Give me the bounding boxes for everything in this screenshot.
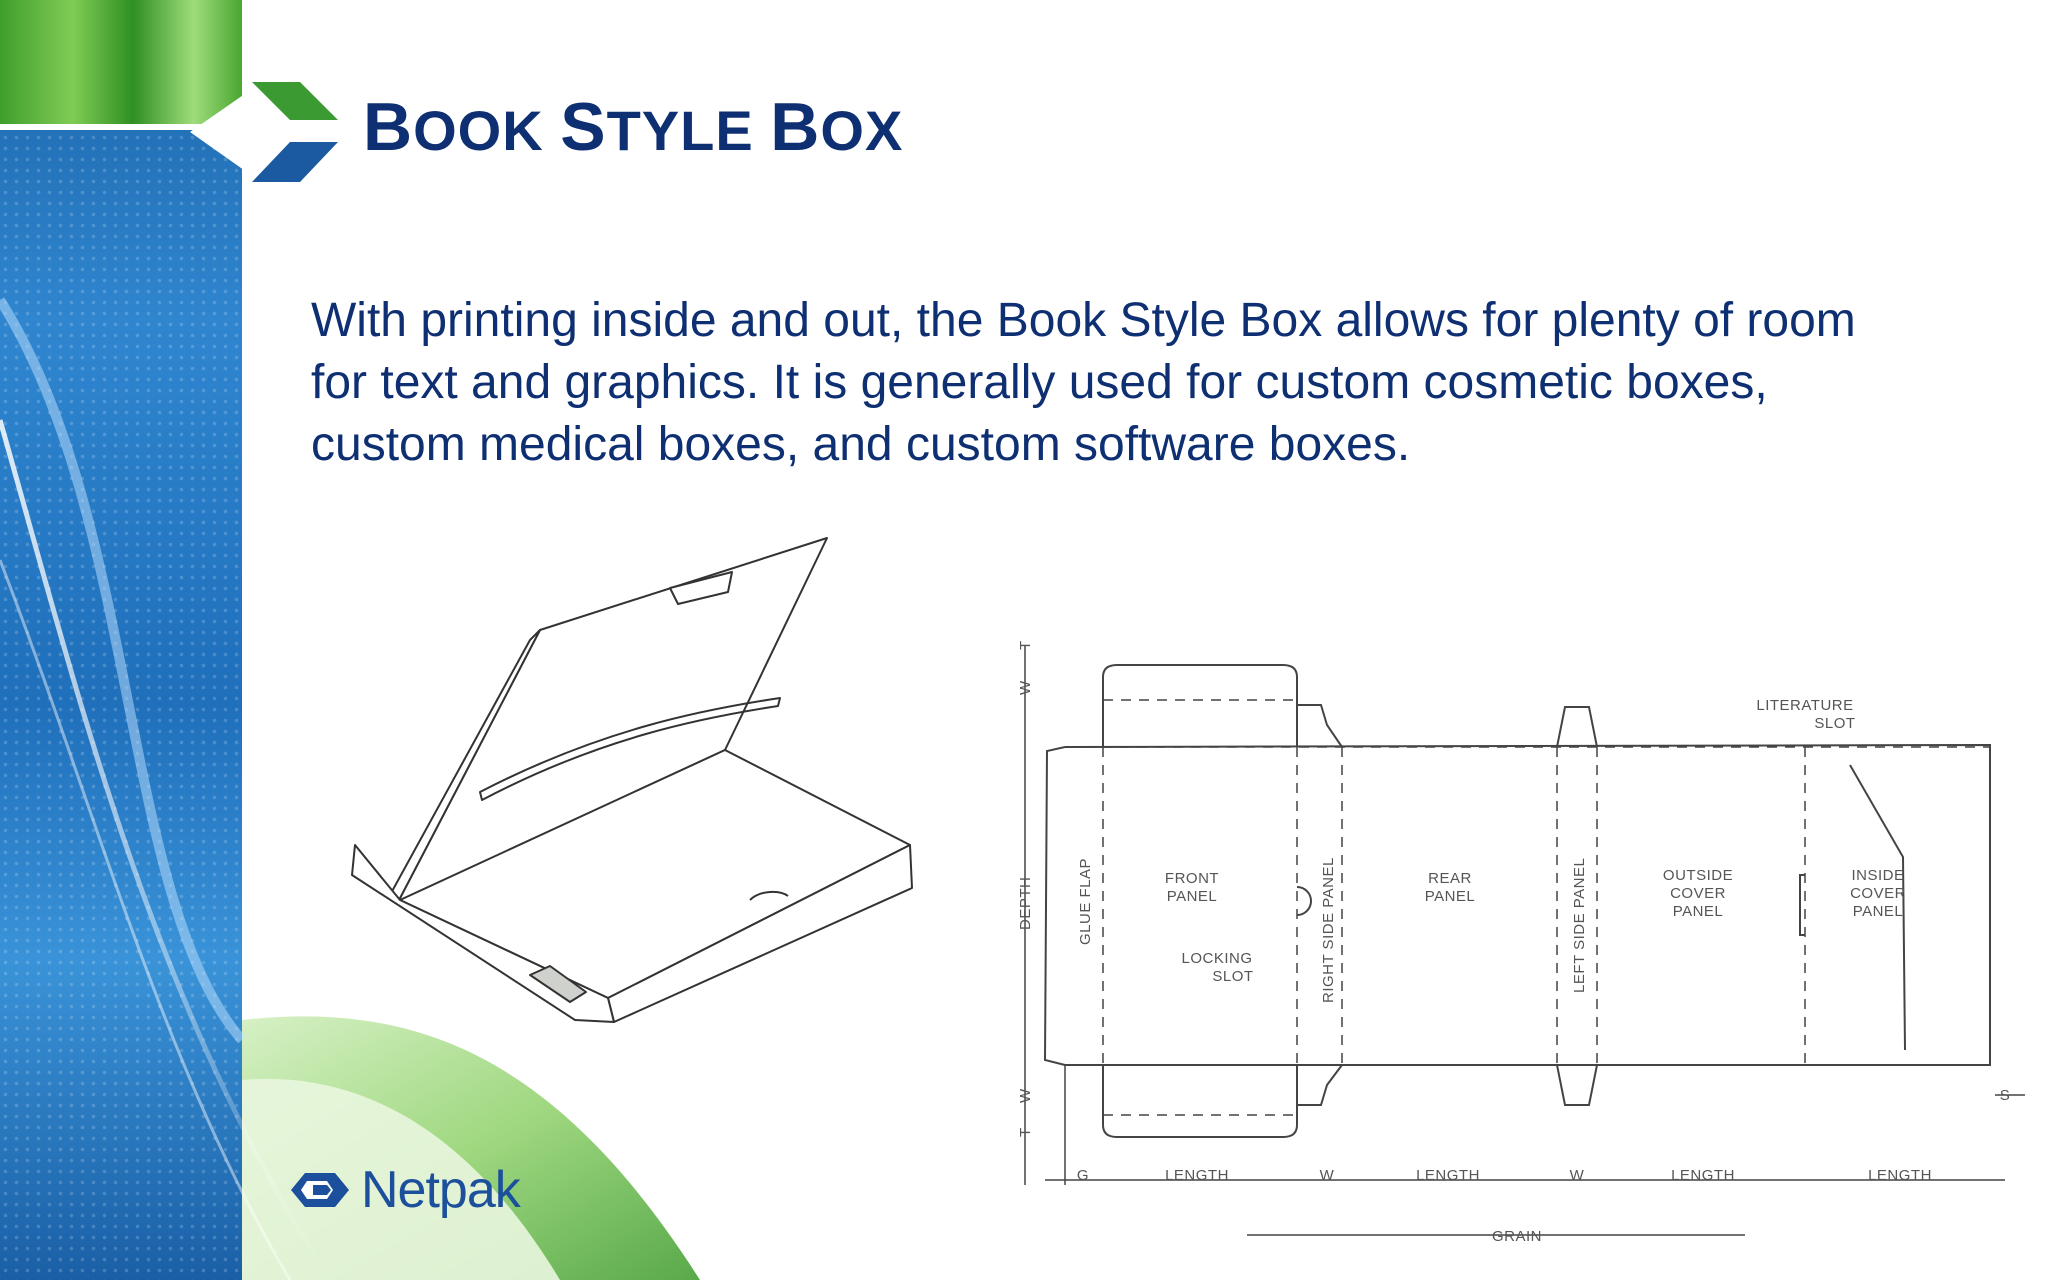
outside-cover-label-3: PANEL <box>1673 903 1724 920</box>
locking-slot-label-1: LOCKING <box>1181 950 1252 967</box>
outside-cover-label-1: OUTSIDE <box>1663 867 1733 884</box>
outside-cover-label-2: COVER <box>1670 885 1726 902</box>
literature-slot-label-1: LITERATURE <box>1756 697 1853 714</box>
s-dimension-label: S <box>2000 1087 2011 1104</box>
w-label-bottom: W <box>1017 1088 1034 1103</box>
inside-cover-label-1: INSIDE <box>1851 867 1904 884</box>
front-panel-label-2: PANEL <box>1167 888 1218 905</box>
netpak-logo-icon <box>291 1173 349 1207</box>
t-label-top: T <box>1017 640 1034 650</box>
header-logo-mark <box>190 80 340 185</box>
w-label-top: W <box>1017 680 1034 695</box>
brand-name: Netpak <box>361 1161 521 1219</box>
depth-label: DEPTH <box>1017 877 1034 930</box>
rear-panel-label-2: PANEL <box>1425 888 1476 905</box>
locking-slot-label-2: SLOT <box>1212 968 1253 985</box>
g-dimension-label: G <box>1077 1167 1089 1184</box>
band-green-top <box>0 0 242 130</box>
literature-slot-label-2: SLOT <box>1814 715 1855 732</box>
page-title: BOOK STYLE BOX <box>363 89 904 165</box>
inside-cover-label-2: COVER <box>1850 885 1906 902</box>
grain-label: GRAIN <box>1492 1228 1542 1245</box>
dieline-diagram: FRONT PANEL REAR PANEL OUTSIDE COVER PAN… <box>1017 640 2025 1245</box>
length-dimension-label-2: LENGTH <box>1416 1167 1480 1184</box>
front-panel-label-1: FRONT <box>1165 870 1219 887</box>
brand-logo: Netpak <box>285 1160 521 1220</box>
left-decorative-band <box>0 0 242 1280</box>
w-dimension-label-1: W <box>1320 1167 1335 1184</box>
length-dimension-label-3: LENGTH <box>1671 1167 1735 1184</box>
length-dimension-label-1: LENGTH <box>1165 1167 1229 1184</box>
w-dimension-label-2: W <box>1570 1167 1585 1184</box>
open-box-illustration <box>351 537 913 1023</box>
glue-flap-label: GLUE FLAP <box>1077 858 1094 945</box>
inside-cover-label-3: PANEL <box>1853 903 1904 920</box>
length-dimension-label-4: LENGTH <box>1868 1167 1932 1184</box>
left-side-panel-label: LEFT SIDE PANEL <box>1571 858 1588 993</box>
description-text: With printing inside and out, the Book S… <box>311 294 1856 471</box>
t-label-bottom: T <box>1017 1127 1034 1137</box>
right-side-panel-label: RIGHT SIDE PANEL <box>1320 857 1337 1003</box>
rear-panel-label-1: REAR <box>1428 870 1472 887</box>
